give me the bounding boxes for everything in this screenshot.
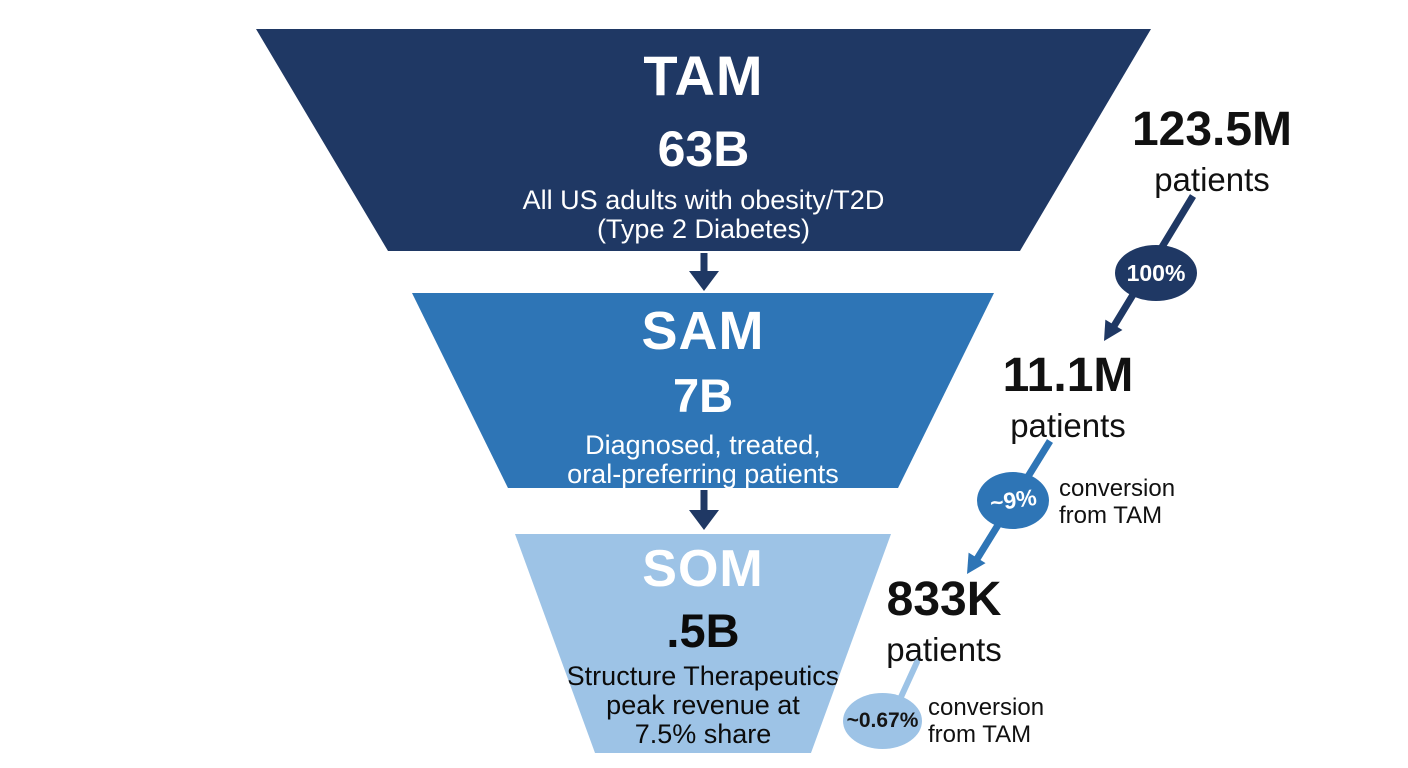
badge-067-percent: ~0.67% <box>843 693 922 749</box>
badge-9-percent-label: ~9% <box>988 483 1038 517</box>
tier-sam-desc-line-1: Diagnosed, treated, <box>585 429 821 460</box>
badge-067-percent-label: ~0.67% <box>846 709 919 732</box>
annotation-som-patients: 833K patients <box>852 573 1036 668</box>
caption-conversion-som: conversion from TAM <box>928 694 1044 748</box>
tier-tam-desc-line-2: (Type 2 Diabetes) <box>596 213 811 244</box>
annotation-tam-patients: 123.5M patients <box>1122 103 1302 198</box>
tier-tam-value: 63B <box>657 120 750 177</box>
badge-100-percent-label: 100% <box>1126 259 1186 286</box>
tier-sam-desc-line-2: oral-preferring patients <box>567 458 839 489</box>
tier-sam-description: Diagnosed, treated, oral-preferring pati… <box>567 429 839 489</box>
badge-9-percent: ~9% <box>977 472 1049 529</box>
tier-som-label: SOM <box>642 540 764 598</box>
funnel-tier-som: SOM .5B Structure Therapeutics peak reve… <box>515 534 891 753</box>
tier-som-description: Structure Therapeutics peak revenue at 7… <box>566 660 840 749</box>
tier-sam-value: 7B <box>672 368 734 422</box>
som-patient-unit: patients <box>886 631 1002 668</box>
tier-som-desc-line-3: 7.5% share <box>634 718 772 749</box>
annotation-sam-patients: 11.1M patients <box>978 349 1158 444</box>
caption-som-line-2: from TAM <box>928 721 1032 748</box>
funnel-tier-tam: TAM 63B All US adults with obesity/T2D (… <box>256 29 1151 251</box>
badge-100-percent: 100% <box>1115 245 1197 301</box>
caption-conversion-sam: conversion from TAM <box>1059 475 1175 529</box>
arrow-down-icon <box>689 253 719 291</box>
som-patient-count: 833K <box>886 573 1002 626</box>
tier-tam-desc-line-1: All US adults with obesity/T2D <box>522 184 885 215</box>
tier-som-value: .5B <box>666 603 740 657</box>
caption-som-line-1: conversion <box>928 694 1045 721</box>
tier-som-desc-line-1: Structure Therapeutics <box>566 660 840 691</box>
tier-tam-label: TAM <box>643 44 764 107</box>
tier-tam-description: All US adults with obesity/T2D (Type 2 D… <box>522 184 885 244</box>
tier-som-desc-line-2: peak revenue at <box>606 689 800 720</box>
caption-sam-line-2: from TAM <box>1059 502 1163 529</box>
caption-sam-line-1: conversion <box>1059 475 1176 502</box>
sam-patient-unit: patients <box>1010 407 1126 444</box>
funnel-tier-sam: SAM 7B Diagnosed, treated, oral-preferri… <box>412 293 994 488</box>
tier-sam-label: SAM <box>641 301 765 361</box>
arrow-down-icon <box>689 490 719 530</box>
tam-patient-unit: patients <box>1154 161 1270 198</box>
sam-patient-count: 11.1M <box>1002 349 1134 402</box>
tam-patient-count: 123.5M <box>1131 103 1293 156</box>
